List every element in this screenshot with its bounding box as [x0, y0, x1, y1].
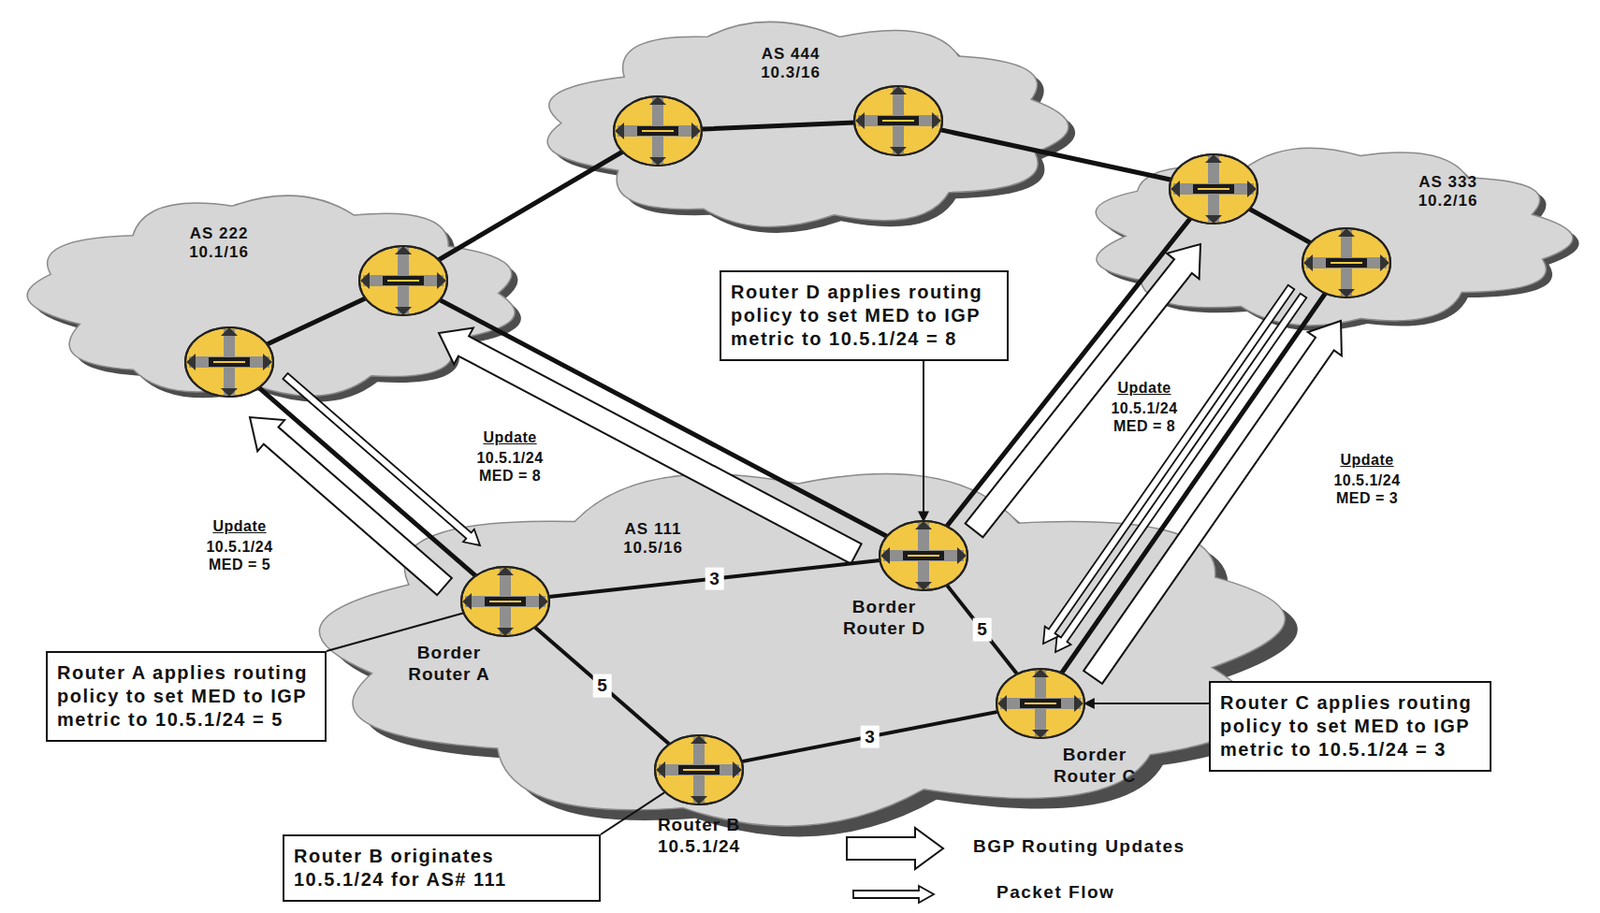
as-cloud: AS 444 10.3/16 [523, 7, 1086, 242]
label-holder: Update [190, 517, 290, 536]
as-cloud: AS 333 10.2/16 [1066, 135, 1591, 337]
label-holder: Update [461, 428, 560, 447]
router-icon [458, 564, 553, 640]
update-label: Update [190, 517, 290, 536]
leader-line [922, 361, 925, 522]
router-symbol [879, 521, 968, 591]
router-symbol [1302, 228, 1391, 298]
callout-box: Router B originates 10.5.1/24 for AS# 11… [282, 834, 601, 902]
update-label: Update [1318, 450, 1417, 469]
router-label: Router B 10.5.1/24 [647, 814, 751, 859]
as-cloud: AS 222 10.1/16 [9, 182, 539, 412]
router-symbol [613, 96, 702, 166]
router-label: Border Router C [1043, 744, 1147, 788]
router-icon [876, 518, 971, 594]
label-holder: 3 [704, 567, 725, 591]
as-cloud: AS 111 10.5/16Border Router ABorder Rout… [280, 447, 1329, 850]
update-arrow [249, 417, 452, 596]
label-holder: 3 [859, 725, 880, 749]
callout-box: Router D applies routing policy to set M… [719, 270, 1009, 362]
as-label: AS 111 10.5/16 [610, 520, 696, 559]
label-holder: 10.5.1/24 MED = 8 [461, 449, 560, 485]
label-holder: Update [1318, 450, 1417, 469]
update-label: Update [461, 428, 560, 447]
update-label: 10.5.1/24 MED = 8 [461, 449, 560, 485]
as-link [403, 130, 658, 281]
as-label: AS 333 10.2/16 [1403, 173, 1493, 212]
as-link [923, 189, 1214, 556]
cloud-outline [27, 195, 515, 396]
label-holder: 5 [972, 618, 992, 642]
as-label: AS 222 10.1/16 [176, 224, 262, 263]
as-link [229, 362, 506, 602]
callout-text: Router C applies routing policy to set M… [1220, 691, 1481, 762]
callout-box: Router A applies routing policy to set M… [45, 651, 327, 742]
router-node: Border Router C [993, 666, 1088, 742]
router-node: Router B 10.5.1/24 [652, 732, 746, 808]
callout-text: Router A applies routing policy to set M… [57, 661, 316, 732]
update-label: 10.5.1/24 MED = 3 [1318, 471, 1417, 508]
router-node: Border Router D [876, 518, 971, 594]
router-symbol [654, 735, 743, 805]
label-holder: 10.5.1/24 MED = 5 [190, 538, 290, 574]
callout-text: Router B originates 10.5.1/24 for AS# 11… [293, 844, 590, 892]
router-symbol [1169, 154, 1258, 224]
as-label: AS 444 10.3/16 [748, 44, 833, 84]
update-arrow [846, 828, 944, 870]
router-symbol [359, 246, 448, 316]
update-label: 10.5.1/24 MED = 5 [190, 538, 290, 574]
leader-line [1084, 702, 1209, 705]
packet-arrow [282, 373, 480, 546]
callout-box: Router C applies routing policy to set M… [1208, 681, 1492, 772]
update-label: 10.5.1/24 MED = 8 [1097, 399, 1192, 436]
router-label: Border Router A [397, 642, 501, 686]
metric-label: 3 [859, 725, 880, 749]
cloud-outline [319, 473, 1285, 827]
legend-text: Packet Flow [996, 882, 1115, 903]
metric-label: 3 [704, 567, 725, 591]
cloud-outline [547, 21, 1069, 227]
label-holder: 10.5.1/24 MED = 3 [1318, 471, 1417, 508]
packet-arrow [853, 886, 934, 903]
label-holder: Update [1097, 378, 1192, 397]
update-label: Update [1097, 378, 1192, 397]
cloud-shape [523, 7, 1086, 242]
metric-label: 5 [592, 674, 612, 699]
router-symbol [854, 86, 943, 156]
metric-label: 5 [972, 618, 992, 642]
label-holder: 5 [592, 674, 612, 699]
router-node: Border Router A [458, 564, 553, 640]
router-symbol [996, 669, 1085, 739]
legend-row: Packet Flow [996, 882, 1115, 903]
router-icon [993, 666, 1088, 742]
cloud-shape [9, 182, 539, 412]
label-holder: 10.5.1/24 MED = 8 [1097, 399, 1192, 436]
router-icon [652, 732, 746, 808]
router-label: Border Router D [832, 596, 936, 640]
legend-row: BGP Routing Updates [973, 836, 1186, 858]
cloud-shape [1066, 135, 1591, 337]
router-symbol [461, 567, 550, 637]
cloud-outline [1095, 147, 1573, 326]
callout-text: Router D applies routing policy to set M… [730, 280, 998, 351]
router-symbol [185, 327, 274, 397]
legend-text: BGP Routing Updates [973, 836, 1186, 858]
